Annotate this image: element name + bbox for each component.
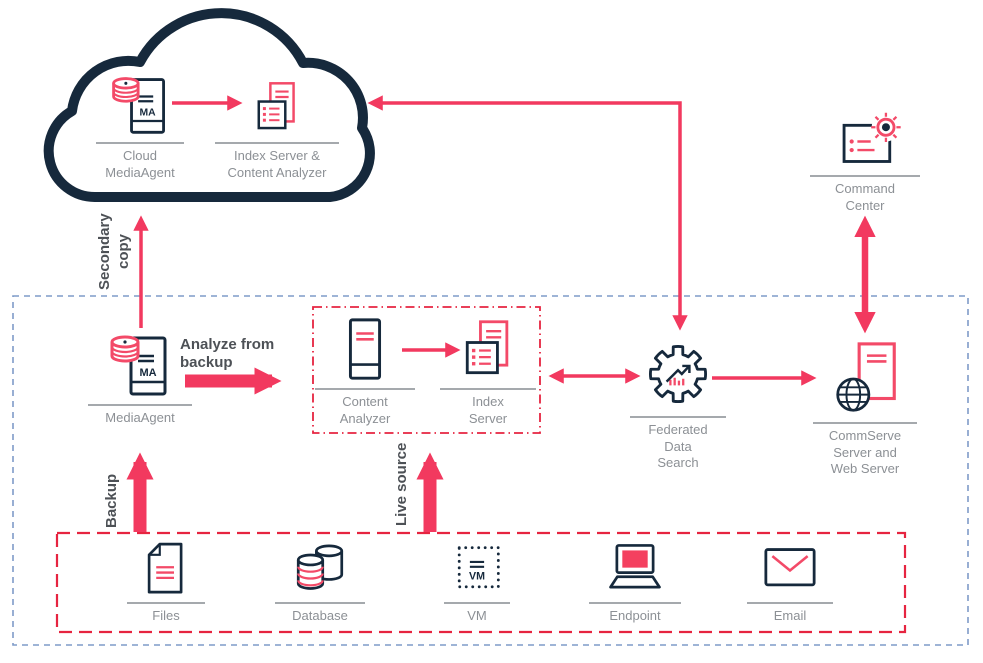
- label-divider: [127, 602, 205, 604]
- content-analyzer-icon: [348, 318, 382, 380]
- label-divider: [813, 422, 917, 424]
- database-icon: [296, 544, 344, 590]
- node-label: Files: [152, 608, 180, 623]
- label-divider: [810, 175, 920, 177]
- federated-data-search-icon: [648, 344, 708, 404]
- files-icon: [147, 542, 183, 594]
- node-label: CommServe Server and Web Server: [828, 428, 902, 477]
- node-index-server: Index Server: [430, 318, 546, 427]
- node-cloud-mediaagent: MA Cloud MediaAgent: [78, 72, 202, 181]
- node-label: Federated Data Search: [648, 422, 708, 471]
- endpoint-icon: [609, 544, 661, 589]
- svg-text:MA: MA: [139, 107, 156, 118]
- svg-text:MA: MA: [139, 367, 156, 379]
- cloud-mediaagent-icon: MA: [112, 77, 165, 134]
- label-divider: [747, 602, 833, 604]
- command-center-icon: [842, 112, 901, 163]
- label-divider: [440, 388, 536, 390]
- node-vm: VM VM: [417, 540, 537, 625]
- node-cloud-index-server: Index Server & Content Analyzer: [200, 80, 354, 181]
- label-divider: [315, 388, 415, 390]
- node-commserve: CommServe Server and Web Server: [799, 340, 931, 478]
- secondary-copy-label: Secondary copy: [96, 213, 132, 290]
- cloud-shape: [43, 8, 375, 203]
- node-label: Index Server: [468, 394, 508, 426]
- node-federated-data-search: Federated Data Search: [616, 336, 740, 472]
- svg-text:VM: VM: [469, 571, 485, 583]
- node-label: Content Analyzer: [339, 394, 391, 426]
- node-label: MediaAgent: [105, 410, 175, 425]
- arrow-federated-cloud-bidirectional: [367, 95, 688, 331]
- node-label: VM: [467, 608, 487, 623]
- node-endpoint: Endpoint: [573, 540, 697, 625]
- node-content-analyzer: Content Analyzer: [307, 316, 423, 427]
- index-server-icon: [465, 320, 509, 375]
- label-divider: [630, 416, 726, 418]
- node-label: Database: [292, 608, 348, 623]
- node-label: Command Center: [835, 181, 895, 213]
- label-divider: [275, 602, 365, 604]
- node-mediaagent: MA MediaAgent: [78, 330, 202, 427]
- label-divider: [589, 602, 681, 604]
- node-database: Database: [258, 540, 382, 625]
- label-divider: [96, 142, 184, 144]
- node-files: Files: [106, 540, 226, 625]
- node-email: Email: [728, 542, 852, 625]
- label-divider: [215, 142, 339, 144]
- label-divider: [88, 404, 192, 406]
- analyze-from-backup-label: Analyze from backup: [180, 336, 275, 372]
- email-icon: [764, 548, 816, 587]
- vm-icon: VM: [457, 546, 500, 589]
- commserve-icon: [836, 342, 896, 412]
- node-command-center: Command Center: [803, 112, 927, 214]
- node-label: Index Server & Content Analyzer: [227, 148, 327, 180]
- backup-label: Backup: [103, 473, 120, 528]
- node-label: Cloud MediaAgent: [105, 148, 175, 180]
- cloud-index-server-icon: [257, 82, 295, 130]
- node-label: Endpoint: [609, 608, 661, 623]
- node-label: Email: [773, 608, 807, 623]
- data-sources-group-box: [55, 531, 907, 634]
- mediaagent-icon: MA: [110, 335, 167, 396]
- label-divider: [444, 602, 510, 604]
- live-source-label: Live source: [393, 442, 410, 526]
